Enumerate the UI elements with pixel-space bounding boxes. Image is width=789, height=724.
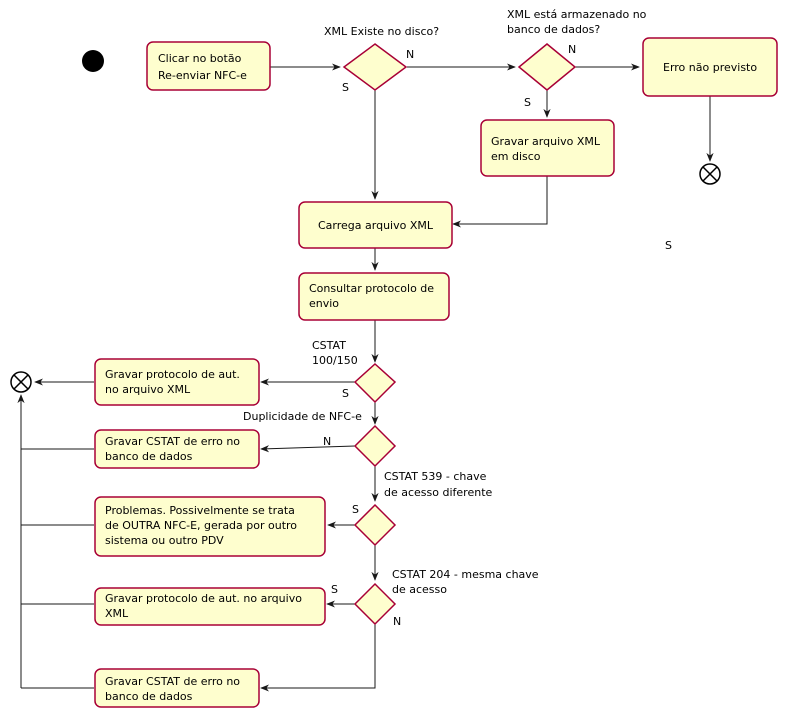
action-grav-prot2-line1: Gravar protocolo de aut. no arquivo xyxy=(105,592,302,605)
action-grav-prot2-line2: XML xyxy=(105,607,129,620)
action-grav-prot1-line2: no arquivo XML xyxy=(105,383,191,396)
decision-cstat-204: CSTAT 204 - mesma chave de acesso xyxy=(353,568,539,626)
branch-stray-s: S xyxy=(665,239,672,252)
action-consultar-line1: Consultar protocolo de xyxy=(309,282,434,295)
action-gravar-xml-line1: Gravar arquivo XML xyxy=(491,135,601,148)
action-carrega-line1: Carrega arquivo XML xyxy=(318,219,434,232)
edges xyxy=(17,63,714,692)
decision-duplicidade-label: Duplicidade de NFC-e xyxy=(243,410,362,423)
decision-cstat204-line2: de acesso xyxy=(392,583,447,596)
decision-cstat204-line1: CSTAT 204 - mesma chave xyxy=(392,568,539,581)
action-problemas-line1: Problemas. Possivelmente se trata xyxy=(105,504,295,517)
branch-d2-yes: S xyxy=(524,96,531,109)
end-node-right xyxy=(699,163,721,185)
action-clicar-line2: Re-enviar NFC-e xyxy=(158,69,247,82)
action-consultar-line2: envio xyxy=(309,297,339,310)
action-gravar-xml-line2: em disco xyxy=(491,150,541,163)
action-grav-cstat2-line2: banco de dados xyxy=(105,690,193,703)
branch-d4-no: N xyxy=(323,435,331,448)
action-gravar-cstat-2: Gravar CSTAT de erro no banco de dados xyxy=(94,668,260,708)
edge-gravar-carrega xyxy=(452,176,548,228)
branch-d6-no: N xyxy=(393,615,401,628)
action-grav-prot1-line1: Gravar protocolo de aut. xyxy=(105,368,240,381)
action-carrega-xml: Carrega arquivo XML xyxy=(298,201,453,249)
decision-cstat-line1: CSTAT xyxy=(312,339,346,352)
action-grav-cstat2-line1: Gravar CSTAT de erro no xyxy=(105,675,240,688)
action-grav-cstat1-line1: Gravar CSTAT de erro no xyxy=(105,435,240,448)
edge-d6-cstat2 xyxy=(260,624,376,692)
action-erro-line1: Erro não previsto xyxy=(663,61,757,74)
action-grav-cstat1-line2: banco de dados xyxy=(105,450,193,463)
edge-d4-cstat1 xyxy=(260,445,356,453)
action-clicar-line1: Clicar no botão xyxy=(158,52,242,65)
decision-cstat539-line2: de acesso diferente xyxy=(384,486,493,499)
action-erro-nao-previsto: Erro não previsto xyxy=(642,37,778,97)
decision-xml-armazenado: XML está armazenado no banco de dados? xyxy=(507,8,647,91)
decision-cstat-line2: 100/150 xyxy=(312,354,358,367)
branch-d1-no: N xyxy=(406,48,414,61)
start-node xyxy=(82,50,104,72)
branch-labels: S N S N S N S S N S xyxy=(323,43,672,628)
action-problemas-line2: de OUTRA NFC-E, gerada por outro xyxy=(105,519,297,532)
branch-d5-yes: S xyxy=(352,503,359,516)
action-consultar-protocolo: Consultar protocolo de envio xyxy=(298,272,450,321)
action-gravar-arquivo-xml: Gravar arquivo XML em disco xyxy=(480,119,615,177)
decision-xml-armazenado-line2: banco de dados? xyxy=(507,23,600,36)
action-clicar-reenviar: Clicar no botão Re-enviar NFC-e xyxy=(146,41,271,91)
decision-cstat-100-150: CSTAT 100/150 xyxy=(312,339,397,404)
decision-xml-existe: XML Existe no disco? xyxy=(324,25,439,91)
action-gravar-protocolo-1: Gravar protocolo de aut. no arquivo XML xyxy=(94,358,260,406)
decision-duplicidade: Duplicidade de NFC-e xyxy=(243,410,397,468)
decision-xml-armazenado-line1: XML está armazenado no xyxy=(507,8,647,21)
branch-d6-yes: S xyxy=(331,583,338,596)
branch-d1-yes: S xyxy=(342,81,349,94)
action-problemas-line3: sistema ou outro PDV xyxy=(105,534,224,547)
branch-d2-no: N xyxy=(568,43,576,56)
decision-cstat539-line1: CSTAT 539 - chave xyxy=(384,470,487,483)
action-gravar-protocolo-2: Gravar protocolo de aut. no arquivo XML xyxy=(94,587,326,626)
branch-d3-yes: S xyxy=(342,387,349,400)
decision-xml-existe-label: XML Existe no disco? xyxy=(324,25,439,38)
action-problemas: Problemas. Possivelmente se trata de OUT… xyxy=(94,496,326,557)
action-gravar-cstat-1: Gravar CSTAT de erro no banco de dados xyxy=(94,429,260,469)
end-node-left xyxy=(10,371,32,393)
decision-cstat-539: CSTAT 539 - chave de acesso diferente xyxy=(353,470,493,547)
